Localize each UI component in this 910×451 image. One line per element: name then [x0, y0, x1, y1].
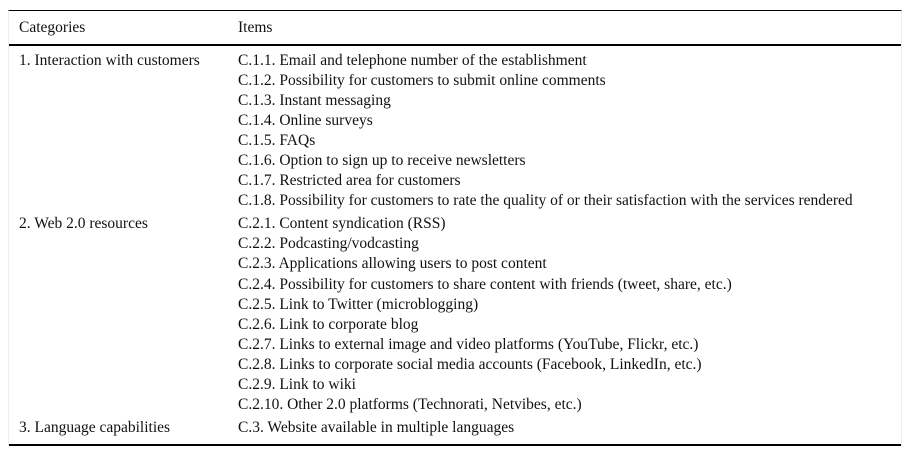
column-header-categories: Categories [19, 19, 86, 36]
category-cell: 2. Web 2.0 resources [19, 215, 148, 233]
item-line: C.2.9. Link to wiki [238, 376, 356, 393]
item-line: C.1.3. Instant messaging [238, 91, 391, 109]
table-header-row: Categories Items [9, 11, 901, 46]
item-line: C.2.8. Links to corporate social media a… [238, 355, 702, 373]
item-line: C.1.1. Email and telephone number of the… [238, 51, 587, 69]
item-line: C.2.3. Applications allowing users to po… [238, 255, 547, 273]
item-line: C.2.10. Other 2.0 platforms (Technorati,… [238, 396, 582, 414]
item-line: C.3. Website available in multiple langu… [238, 419, 515, 437]
item-line: C.1.2. Possibility for customers to subm… [238, 71, 606, 89]
item-line: C.1.5. FAQs [238, 131, 316, 149]
category-cell: 3. Language capabilities [19, 419, 171, 437]
category-cell: 1. Interaction with customers [19, 51, 200, 69]
table-row: 1. Interaction with customers C.1.1. Emai… [9, 49, 901, 213]
items-cell: C.2.1. Content syndication (RSS) C.2.2. P… [238, 214, 901, 415]
column-header-items: Items [238, 19, 273, 36]
item-line: C.1.7. Restricted area for customers [238, 172, 461, 190]
table-body: 1. Interaction with customers C.1.1. Emai… [9, 46, 901, 446]
items-cell: C.3. Website available in multiple langu… [238, 418, 901, 438]
item-line: C.2.4. Possibility for customers to shar… [238, 275, 732, 293]
item-line: C.1.8. Possibility for customers to rate… [238, 192, 853, 210]
categories-items-table: Categories Items 1. Interaction with cus… [8, 10, 902, 446]
item-line: C.2.7. Links to external image and video… [238, 335, 699, 353]
item-line: C.2.2. Podcasting/vodcasting [238, 235, 419, 253]
table-row: 2. Web 2.0 resources C.2.1. Content syndi… [9, 213, 901, 417]
items-cell: C.1.1. Email and telephone number of the… [238, 51, 901, 212]
item-line: C.2.6. Link to corporate blog [238, 315, 419, 333]
table-row: 3. Language capabilities C.3. Website ava… [9, 417, 901, 440]
item-line: C.1.6. Option to sign up to receive news… [238, 151, 526, 169]
item-line: C.1.4. Online surveys [238, 111, 373, 129]
item-line: C.2.5. Link to Twitter (microblogging) [238, 295, 479, 313]
item-line: C.2.1. Content syndication (RSS) [238, 215, 446, 233]
